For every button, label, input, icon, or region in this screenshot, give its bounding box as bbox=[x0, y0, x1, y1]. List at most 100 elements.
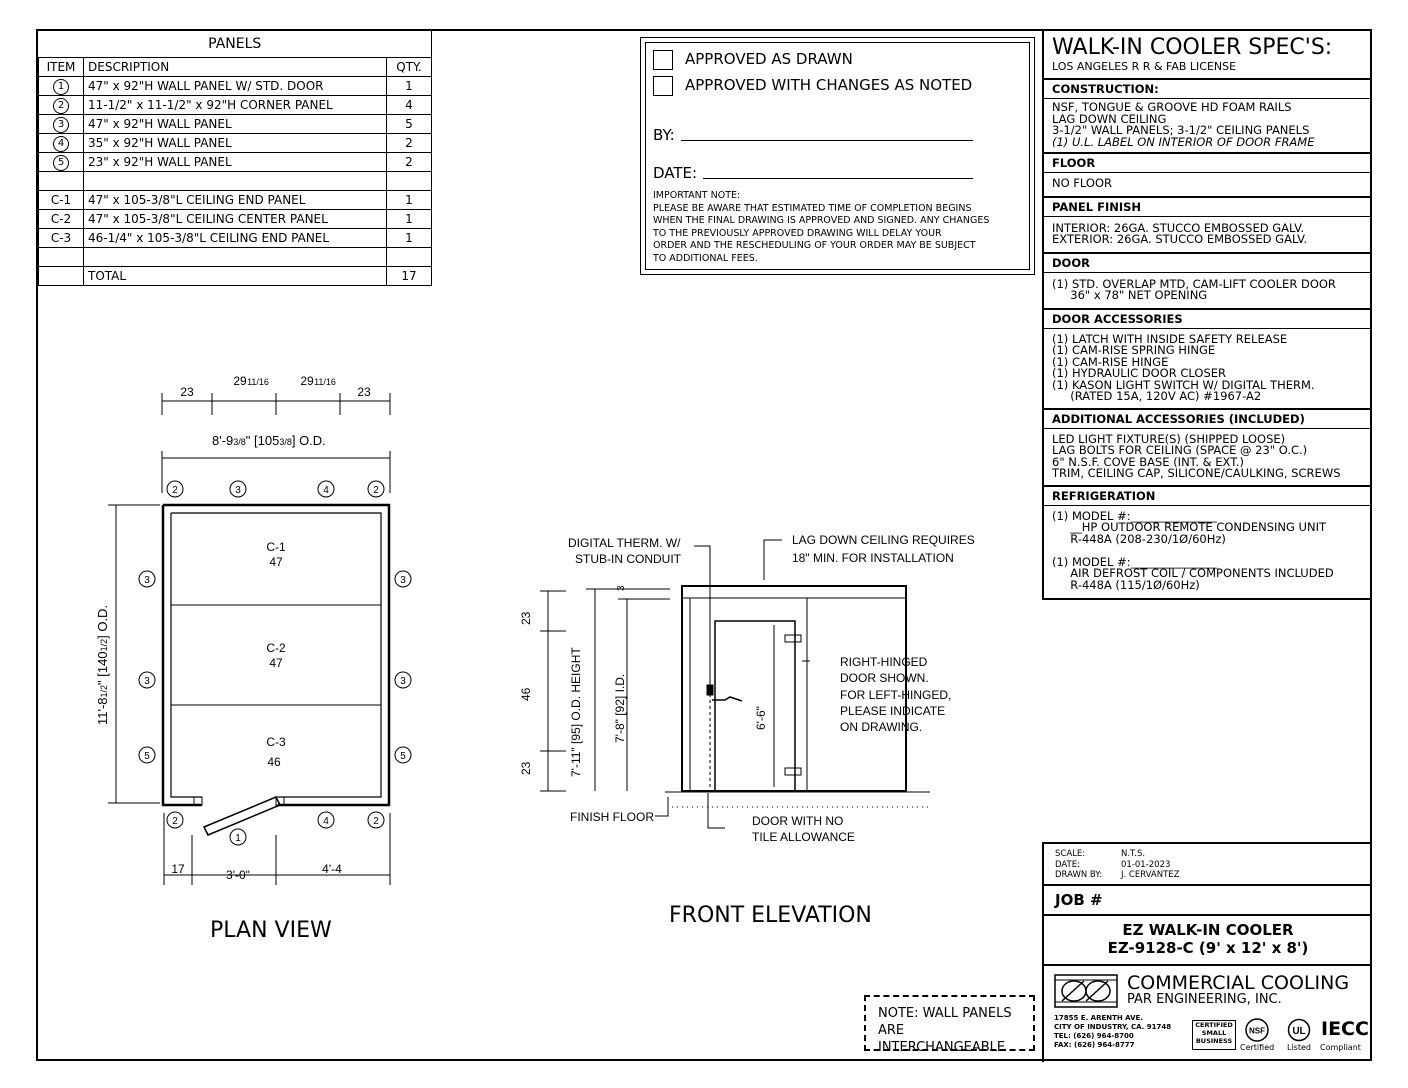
od-width-dim: 8'-93/8" [1053/8] O.D. bbox=[212, 433, 326, 448]
door-accessories-text: (1) LATCH WITH INSIDE SAFETY RELEASE (1)… bbox=[1052, 331, 1315, 403]
approved-with-changes-label: APPROVED WITH CHANGES AS NOTED bbox=[685, 76, 973, 94]
drawing-sheet-border bbox=[36, 29, 1372, 1061]
important-note-title: IMPORTANT NOTE: bbox=[653, 190, 741, 201]
listed-label: Listed bbox=[1287, 1043, 1311, 1052]
ceiling-c3-width: 46 bbox=[267, 755, 281, 769]
ceiling-c1-width: 47 bbox=[269, 555, 283, 569]
approval-box: APPROVED AS DRAWN APPROVED WITH CHANGES … bbox=[640, 37, 1035, 275]
svg-text:5: 5 bbox=[400, 751, 406, 762]
dim-bot-3: 4'-4 bbox=[322, 862, 342, 876]
qty-cell: 1 bbox=[386, 76, 432, 96]
qty-cell: 1 bbox=[386, 228, 432, 248]
description-cell: 47" x 92"H WALL PANEL bbox=[83, 114, 387, 134]
qty-cell: 5 bbox=[386, 114, 432, 134]
date-label: DATE: bbox=[653, 164, 698, 182]
approved-with-changes-checkbox[interactable] bbox=[653, 76, 673, 96]
gap-dim: 3 bbox=[616, 585, 627, 591]
spec-title: WALK-IN COOLER SPEC'S: bbox=[1052, 35, 1333, 60]
finish-floor-label: FINISH FLOOR bbox=[570, 810, 654, 824]
callout-ceiling-2: 18" MIN. FOR INSTALLATION bbox=[792, 551, 954, 565]
item-cell bbox=[38, 247, 84, 267]
model-line-2: EZ-9128-C (9' x 12' x 8') bbox=[1107, 939, 1309, 957]
table-row bbox=[38, 171, 432, 191]
date-line[interactable] bbox=[703, 178, 973, 179]
model-line-1: EZ WALK-IN COOLER bbox=[1122, 921, 1294, 939]
item-number-circle: 2 bbox=[53, 97, 69, 114]
wall-note-line: NOTE: WALL PANELS bbox=[878, 1006, 1012, 1021]
qty-cell: 1 bbox=[386, 190, 432, 210]
job-label: JOB # bbox=[1055, 891, 1103, 909]
qty-cell: 17 bbox=[386, 266, 432, 286]
spec-panel: WALK-IN COOLER SPEC'S: LOS ANGELES R R &… bbox=[1042, 31, 1372, 600]
ceiling-c2-width: 47 bbox=[269, 656, 283, 670]
important-note: IMPORTANT NOTE: PLEASE BE AWARE THAT EST… bbox=[653, 190, 1033, 265]
construction-section: CONSTRUCTION: NSF, TONGUE & GROOVE HD FO… bbox=[1044, 80, 1372, 154]
ceiling-c3-id: C-3 bbox=[266, 735, 286, 749]
by-signature-line[interactable] bbox=[681, 140, 973, 141]
item-number-circle: 4 bbox=[53, 135, 69, 152]
qty-cell: 2 bbox=[386, 133, 432, 153]
svg-text:3: 3 bbox=[144, 676, 150, 687]
address-line: CITY OF INDUSTRY, CA. 91748 bbox=[1054, 1023, 1172, 1031]
callout-hinge-3: FOR LEFT-HINGED, bbox=[840, 688, 951, 702]
svg-text:2: 2 bbox=[373, 816, 379, 827]
certified-label: Certified bbox=[1240, 1043, 1275, 1052]
phone: TEL: (626) 964-8700 bbox=[1054, 1032, 1134, 1040]
item-number-circle: 1 bbox=[53, 78, 69, 95]
door-height-dim: 6'-6" bbox=[754, 706, 768, 730]
door-accessories-heading: DOOR ACCESSORIES bbox=[1044, 310, 1372, 329]
door-text: (1) STD. OVERLAP MTD, CAM-LIFT COOLER DO… bbox=[1052, 276, 1336, 302]
note-line: TO ADDITIONAL FEES. bbox=[653, 252, 758, 264]
callout-ceiling-1: LAG DOWN CEILING REQUIRES bbox=[792, 533, 975, 547]
svg-text:3: 3 bbox=[400, 575, 406, 586]
note-line: PLEASE BE AWARE THAT ESTIMATED TIME OF C… bbox=[653, 202, 972, 214]
construction-heading: CONSTRUCTION: bbox=[1044, 80, 1372, 99]
svg-text:3: 3 bbox=[144, 575, 150, 586]
drawn-by-label: DRAWN BY: bbox=[1055, 870, 1103, 880]
svg-text:UL: UL bbox=[1292, 1026, 1305, 1037]
approval-inner-border bbox=[645, 42, 1030, 270]
description-cell: 35" x 92"H WALL PANEL bbox=[83, 133, 387, 153]
od-height-dim: 7'-11" [95] O.D. HEIGHT bbox=[569, 647, 583, 777]
door-note-2: TILE ALLOWANCE bbox=[752, 830, 855, 844]
description-cell: 23" x 92"H WALL PANEL bbox=[83, 152, 387, 172]
company-sub: PAR ENGINEERING, INC. bbox=[1127, 992, 1282, 1007]
iecc-logo: IECC bbox=[1321, 1018, 1369, 1040]
approved-as-drawn-checkbox[interactable] bbox=[653, 50, 673, 70]
item-cell: C-1 bbox=[38, 190, 84, 210]
refrigeration-text: (1) MODEL #:_______________ __HP OUTDOOR… bbox=[1052, 508, 1334, 592]
title-block-meta: SCALE: N.T.S. DATE: 01-01-2023 DRAWN BY:… bbox=[1042, 842, 1372, 886]
spec-title-block: WALK-IN COOLER SPEC'S: LOS ANGELES R R &… bbox=[1044, 31, 1372, 80]
dim-top-4: 23 bbox=[357, 385, 371, 399]
refrigeration-heading: REFRIGERATION bbox=[1044, 487, 1372, 506]
svg-text:NSF: NSF bbox=[1249, 1027, 1265, 1036]
description-cell: 47" x 92"H WALL PANEL W/ STD. DOOR bbox=[83, 76, 387, 96]
finish-text: INTERIOR: 26GA. STUCCO EMBOSSED GALV. EX… bbox=[1052, 220, 1308, 246]
dim-frac-3: 11/16 bbox=[314, 377, 336, 387]
construction-ul-label: (1) U.L. LABEL ON INTERIOR OF DOOR FRAME bbox=[1052, 134, 1315, 149]
front-elevation-title: FRONT ELEVATION bbox=[669, 903, 872, 928]
svg-text:4: 4 bbox=[323, 816, 329, 827]
description-cell bbox=[83, 171, 387, 191]
item-number-circle: 5 bbox=[53, 154, 69, 171]
dim-bot-2: 3'-0" bbox=[226, 868, 250, 882]
dim-left-mid: 46 bbox=[520, 687, 533, 701]
door-heading: DOOR bbox=[1044, 254, 1372, 273]
front-elevation-drawing: DIGITAL THERM. W/ STUB-IN CONDUIT LAG DO… bbox=[520, 533, 975, 844]
item-cell: 4 bbox=[38, 133, 84, 153]
table-row bbox=[38, 247, 432, 267]
svg-text:3: 3 bbox=[235, 485, 241, 496]
date-meta-value: 01-01-2023 bbox=[1121, 860, 1171, 870]
item-number-circle: 3 bbox=[53, 116, 69, 133]
construction-text: NSF, TONGUE & GROOVE HD FOAM RAILS LAG D… bbox=[1052, 100, 1310, 137]
svg-text:2: 2 bbox=[172, 816, 178, 827]
date-meta-label: DATE: bbox=[1055, 860, 1080, 870]
